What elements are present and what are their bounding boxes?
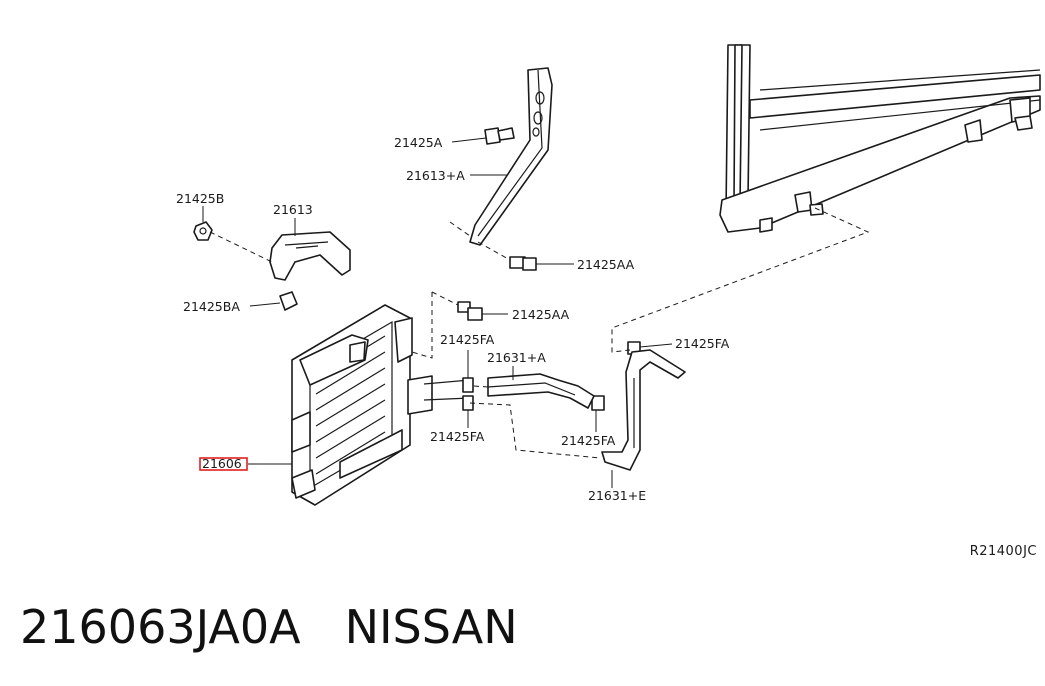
bracket-21613-illustration (269, 231, 351, 281)
callout-21606[interactable]: 21606 (202, 456, 242, 471)
callout-21613: 21613 (273, 202, 313, 217)
clip-21425ba-illustration (279, 291, 298, 311)
bolt-21425a-illustration (484, 127, 515, 145)
callout-21425fa-top: 21425FA (440, 332, 495, 347)
callout-21613a: 21613+A (406, 168, 465, 183)
dashed-guide-lines (209, 207, 870, 459)
hose-21631e-illustration (601, 349, 686, 471)
highlight-box-21606 (199, 457, 248, 471)
bolt-21425aa-top-illustration (509, 256, 537, 271)
part-caption: 216063JA0A NISSAN (20, 600, 562, 654)
callout-21631a: 21631+A (487, 350, 546, 365)
callout-21425aa-mid: 21425AA (512, 307, 570, 322)
callout-21425fa-right: 21425FA (675, 336, 730, 351)
callout-21425ba: 21425BA (183, 299, 240, 314)
exploded-parts-diagram: 21425A 21613+A 21425B 21613 21425AA 2142… (176, 44, 1041, 506)
hose-21631a-illustration (487, 373, 595, 409)
part-number: 216063JA0A (20, 600, 301, 654)
diagram-reference-code: R21400JC (969, 544, 1037, 559)
bracket-21613a-illustration (469, 67, 553, 246)
leader-lines (202, 137, 673, 488)
callout-21425aa-top: 21425AA (577, 257, 635, 272)
callout-21425fa-bottom: 21425FA (430, 429, 485, 444)
callout-21425a: 21425A (394, 135, 443, 150)
callout-21425fa-lower: 21425FA (561, 433, 616, 448)
brand-name: NISSAN (344, 600, 518, 654)
bolt-21425aa-mid-illustration (457, 301, 483, 321)
callout-21425b: 21425B (176, 191, 224, 206)
oil-cooler-21606-illustration (291, 304, 471, 506)
radiator-illustration (719, 44, 1041, 233)
nut-21425b-illustration (193, 221, 213, 241)
callout-21631e: 21631+E (588, 488, 646, 503)
